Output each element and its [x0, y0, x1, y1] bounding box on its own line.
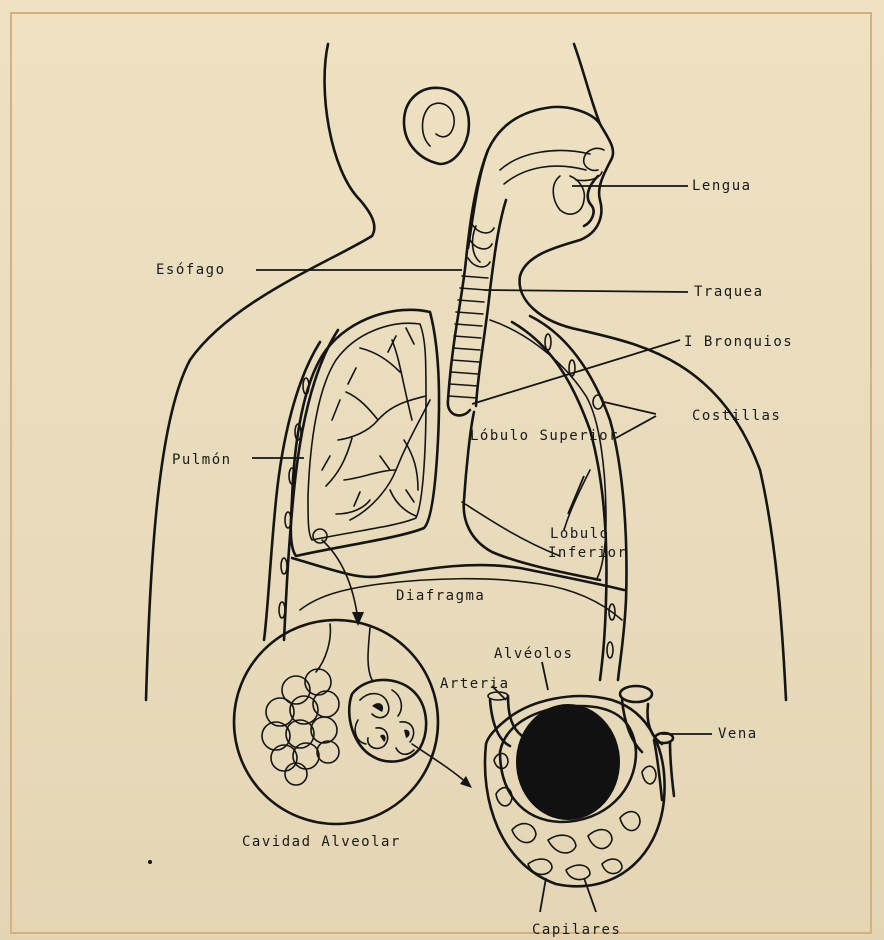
alveolus-lumen: [516, 704, 620, 820]
label-bronquios: I Bronquios: [684, 334, 793, 350]
zoom-arrow: [322, 540, 364, 626]
label-cavidad-alveolar: Cavidad Alveolar: [242, 834, 401, 850]
ink-dot: [148, 860, 152, 864]
label-lobulo-inferior-line1: Lóbulo: [550, 526, 610, 542]
label-arteria: Arteria: [440, 676, 510, 692]
label-lengua: Lengua: [692, 178, 752, 194]
ribs-drawing: [264, 316, 626, 680]
alveolar-cavity-circle: [234, 620, 472, 824]
lung-drawing: [291, 310, 439, 556]
mouth-cavity: [500, 151, 602, 215]
label-diafragma: Diafragma: [396, 588, 485, 604]
alveolus-capillaries: [485, 686, 674, 886]
ear-drawing: [404, 88, 469, 164]
label-alveolos: Alvéolos: [494, 646, 573, 662]
label-costillas: Costillas: [692, 408, 781, 424]
label-lobulo-superior: Lóbulo Superior: [470, 428, 619, 444]
label-pulmon: Pulmón: [172, 452, 232, 468]
label-lobulo-inferior-line2: Inferior: [548, 545, 627, 561]
trachea-drawing: [448, 150, 506, 415]
label-esofago: Esófago: [156, 262, 226, 278]
label-traquea: Traquea: [694, 284, 764, 300]
label-capilares: Capilares: [532, 922, 621, 938]
label-vena: Vena: [718, 726, 758, 742]
leader-lines: [252, 186, 712, 912]
